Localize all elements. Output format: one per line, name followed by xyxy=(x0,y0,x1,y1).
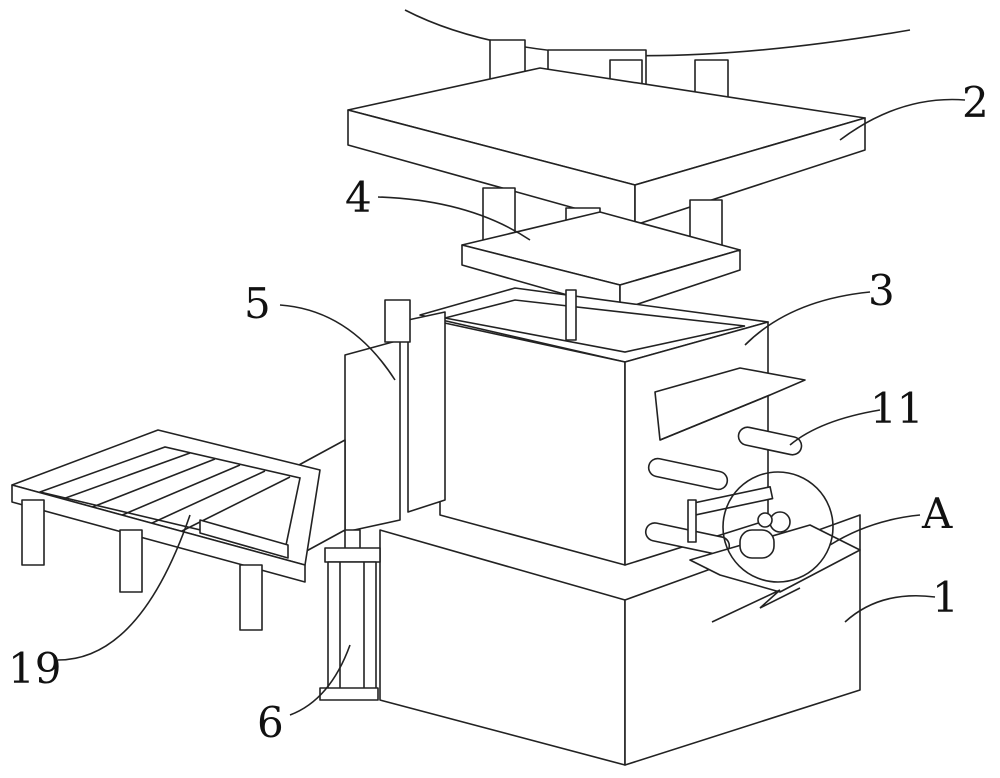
label-5: 5 xyxy=(244,283,271,325)
lifting-cylinder xyxy=(320,530,380,700)
label-3: 3 xyxy=(868,270,895,312)
label-19: 19 xyxy=(8,648,61,690)
housing xyxy=(420,288,768,565)
label-a: A xyxy=(922,493,952,535)
label-6: 6 xyxy=(257,702,284,744)
label-4: 4 xyxy=(345,177,372,219)
label-11: 11 xyxy=(870,388,923,430)
label-1: 1 xyxy=(932,577,959,619)
side-plate xyxy=(345,300,445,532)
roller-conveyor xyxy=(12,430,320,630)
label-2: 2 xyxy=(962,82,989,124)
press-frame-arc xyxy=(405,10,910,56)
